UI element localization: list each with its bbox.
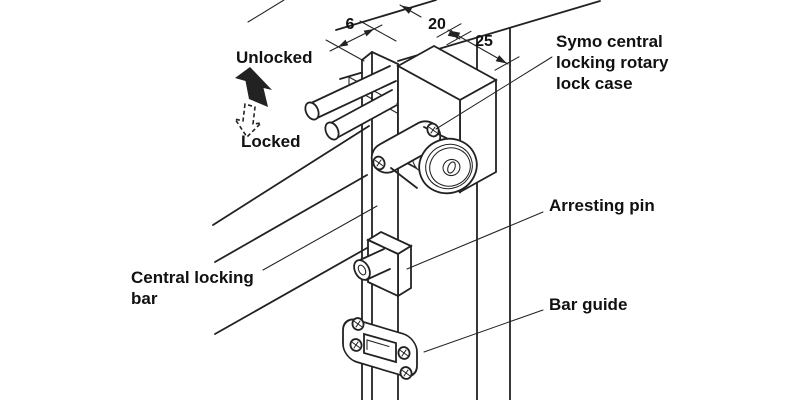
unlocked-label: Unlocked — [236, 48, 313, 67]
symo-lock-case-label-line1: Symo central — [556, 32, 663, 51]
central-locking-bar-label-line1: Central locking — [131, 268, 254, 287]
central-locking-bar-label-line2: bar — [131, 289, 158, 308]
door-panel-edge-lines — [212, 0, 370, 335]
rotary-lock-case — [370, 44, 498, 195]
locked-label: Locked — [241, 132, 301, 151]
dimension-25-label: 25 — [475, 33, 493, 50]
symo-lock-case-label-line2: locking rotary — [556, 53, 669, 72]
dimension-20-label: 20 — [428, 16, 446, 33]
keyhole-icon — [447, 161, 456, 174]
arresting-pin-graphic — [353, 230, 413, 298]
flange-screw-icon — [372, 155, 386, 171]
leader-bar-guide — [423, 309, 544, 353]
symo-lock-case-label-line3: lock case — [556, 74, 633, 93]
guide-screw-icon — [397, 346, 411, 360]
guide-screw-icon — [349, 338, 363, 352]
leader-arresting-pin — [406, 211, 544, 270]
dimension-lines — [325, 4, 520, 71]
leader-symo-lock-case — [435, 56, 553, 130]
leader-central-locking-bar — [262, 205, 378, 271]
locked-arrow-icon — [234, 103, 262, 138]
guide-screw-icon — [399, 366, 413, 380]
bar-guide-label: Bar guide — [549, 295, 627, 314]
arresting-pin-label: Arresting pin — [549, 196, 655, 215]
leader-lines — [262, 56, 553, 353]
diagram-labels: Unlocked Locked Symo central locking rot… — [131, 16, 669, 314]
dimension-6-label: 6 — [346, 16, 355, 33]
locking-rods — [304, 65, 398, 141]
bar-guide-graphic — [342, 317, 418, 380]
unlocked-arrow-icon — [235, 67, 272, 107]
guide-screw-icon — [351, 317, 365, 331]
